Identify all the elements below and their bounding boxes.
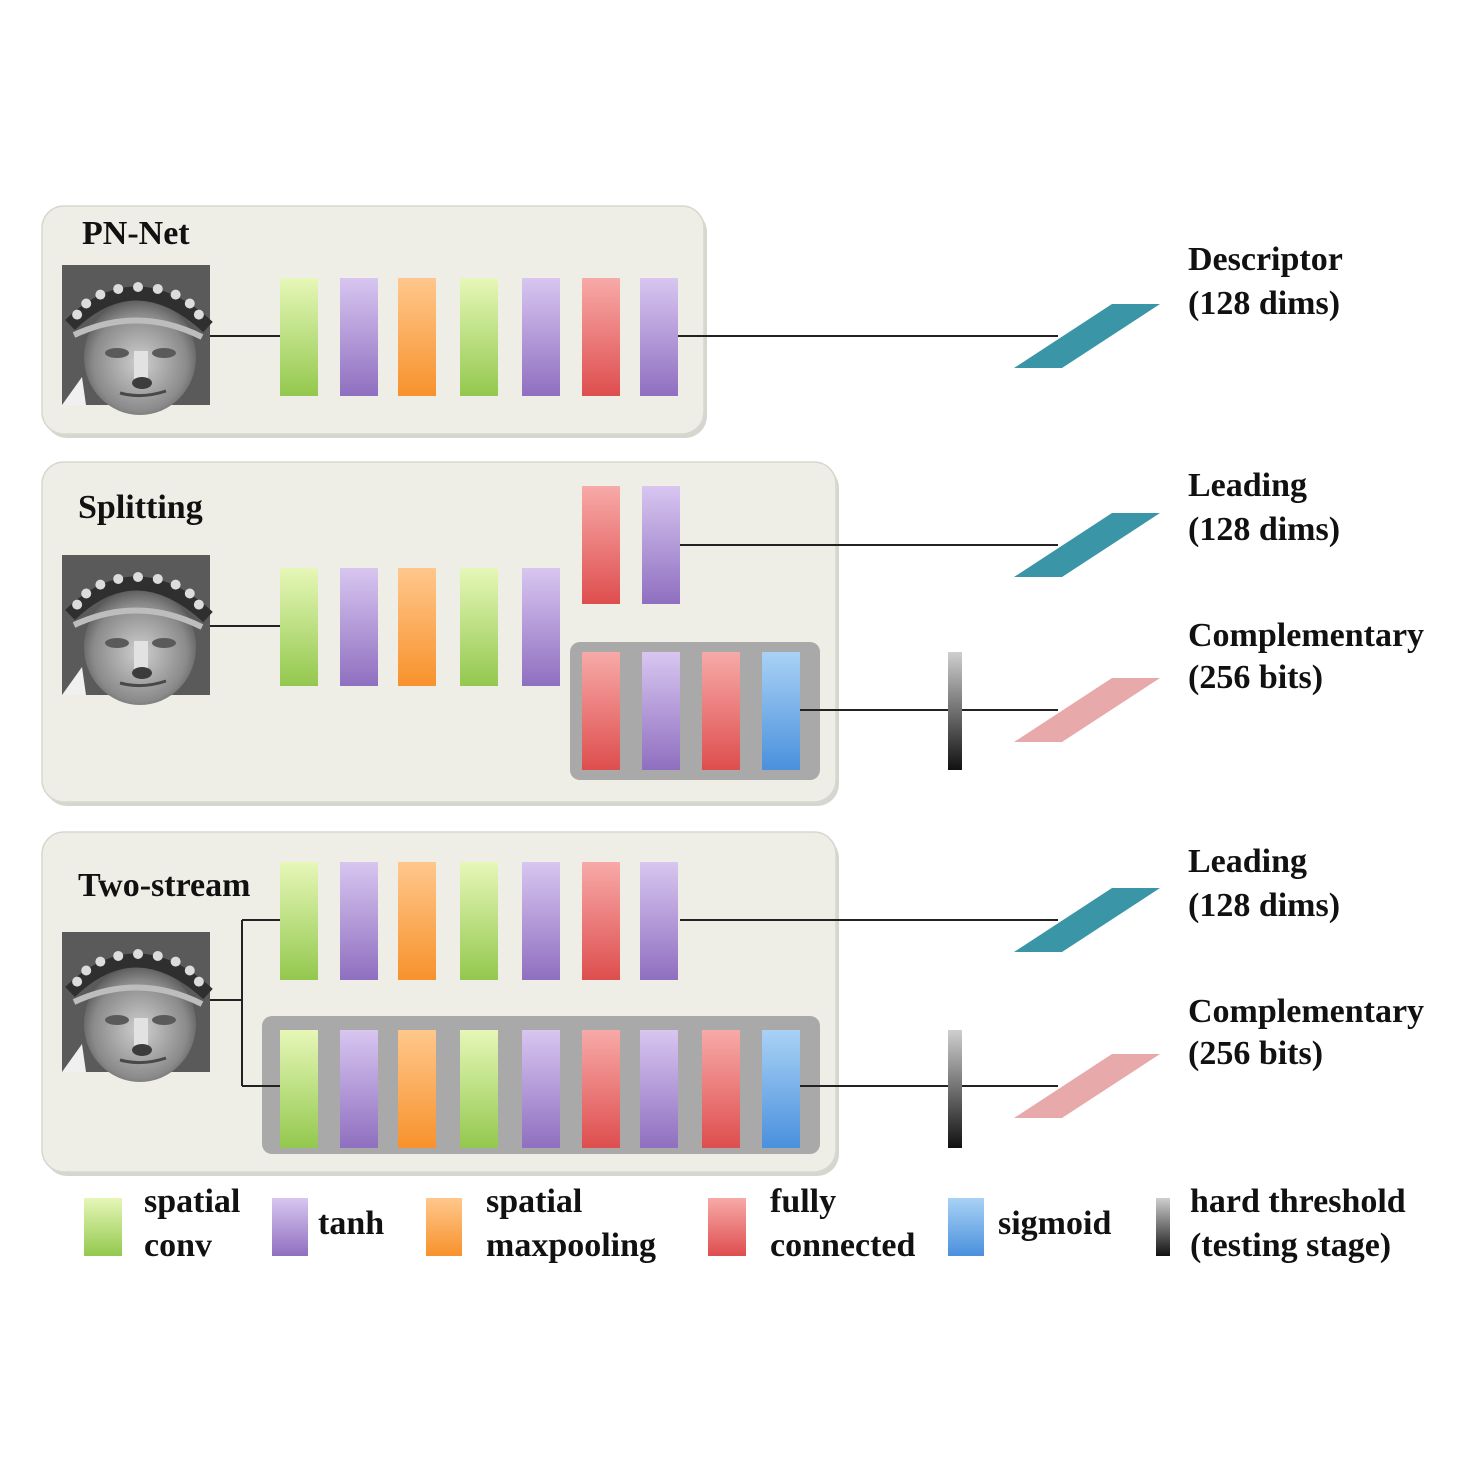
legend-swatch-spatial-conv bbox=[84, 1198, 122, 1256]
spatial-conv-block bbox=[460, 1030, 498, 1148]
tanh-block bbox=[640, 278, 678, 396]
spatial-maxpooling-block bbox=[398, 1030, 436, 1148]
leading-label: Leading (128 dims) bbox=[1188, 843, 1340, 924]
legend-label-sigmoid-line: sigmoid bbox=[998, 1205, 1111, 1242]
tanh-block bbox=[640, 862, 678, 980]
legend-label-fully-connected: fully connected bbox=[770, 1183, 916, 1264]
tanh-block bbox=[642, 486, 680, 604]
fully-connected-block bbox=[702, 1030, 740, 1148]
descriptor-label-line: (128 dims) bbox=[1188, 285, 1340, 322]
leading-label-line: (128 dims) bbox=[1188, 511, 1340, 548]
legend-label-spatial-conv-line: conv bbox=[144, 1227, 212, 1264]
tanh-block bbox=[340, 278, 378, 396]
spatial-maxpooling-block bbox=[398, 862, 436, 980]
tanh-block bbox=[522, 862, 560, 980]
spatial-conv-block bbox=[280, 1030, 318, 1148]
legend-swatch-spatial-maxpooling bbox=[426, 1198, 462, 1256]
tanh-block bbox=[522, 278, 560, 396]
tanh-block bbox=[642, 652, 680, 770]
input-patch-image bbox=[62, 265, 213, 415]
legend-swatch-hard-threshold bbox=[1156, 1198, 1170, 1256]
legend-swatch-sigmoid bbox=[948, 1198, 984, 1256]
legend-label-hard-threshold: hard threshold (testing stage) bbox=[1190, 1183, 1406, 1264]
legend-label-hard-threshold-line: hard threshold bbox=[1190, 1183, 1406, 1220]
splitting-title: Splitting bbox=[78, 489, 203, 526]
hard-threshold-marker bbox=[948, 652, 962, 770]
sigmoid-block bbox=[762, 652, 800, 770]
input-patch-image bbox=[62, 932, 213, 1082]
fully-connected-block bbox=[582, 1030, 620, 1148]
legend-label-spatial-maxpooling: spatial maxpooling bbox=[486, 1183, 656, 1264]
input-patch-image bbox=[62, 555, 213, 705]
legend-label-tanh: tanh bbox=[318, 1205, 384, 1242]
complementary-output bbox=[1014, 1054, 1160, 1118]
descriptor-output bbox=[1014, 304, 1160, 368]
leading-label-line: (128 dims) bbox=[1188, 887, 1340, 924]
complementary-label-line: Complementary bbox=[1188, 617, 1424, 654]
leading-label-line: Leading bbox=[1188, 843, 1307, 880]
spatial-conv-block bbox=[460, 862, 498, 980]
legend-label-fully-connected-line: connected bbox=[770, 1227, 916, 1264]
fully-connected-block bbox=[582, 862, 620, 980]
tanh-block bbox=[522, 1030, 560, 1148]
sigmoid-block bbox=[762, 1030, 800, 1148]
tanh-block bbox=[340, 568, 378, 686]
tanh-block bbox=[340, 1030, 378, 1148]
legend-label-fully-connected-line: fully bbox=[770, 1183, 836, 1220]
legend-swatch-fully-connected bbox=[708, 1198, 746, 1256]
spatial-conv-block bbox=[280, 862, 318, 980]
spatial-maxpooling-block bbox=[398, 278, 436, 396]
complementary-label: Complementary (256 bits) bbox=[1188, 993, 1424, 1072]
outputs: Descriptor (128 dims) Leading (128 dims) Com… bbox=[948, 241, 1424, 1148]
complementary-label-line: Complementary bbox=[1188, 993, 1424, 1030]
spatial-maxpooling-block bbox=[398, 568, 436, 686]
spatial-conv-block bbox=[280, 568, 318, 686]
leading-label: Leading (128 dims) bbox=[1188, 467, 1340, 548]
layer-blocks bbox=[62, 265, 800, 1148]
legend-label-hard-threshold-line: (testing stage) bbox=[1190, 1227, 1391, 1264]
fully-connected-block bbox=[582, 278, 620, 396]
leading-output bbox=[1014, 513, 1160, 577]
complementary-output bbox=[1014, 678, 1160, 742]
connections bbox=[210, 335, 1058, 1087]
complementary-branch-group bbox=[570, 642, 820, 780]
legend-label-spatial-maxpooling-line: spatial bbox=[486, 1183, 582, 1220]
fully-connected-block bbox=[582, 486, 620, 604]
descriptor-label-line: Descriptor bbox=[1188, 241, 1343, 278]
complementary-label-line: (256 bits) bbox=[1188, 1035, 1323, 1072]
leading-output bbox=[1014, 888, 1160, 952]
fully-connected-block bbox=[582, 652, 620, 770]
legend-label-spatial-maxpooling-line: maxpooling bbox=[486, 1227, 656, 1264]
hard-threshold-marker bbox=[948, 1030, 962, 1148]
tanh-block bbox=[340, 862, 378, 980]
legend-label-sigmoid: sigmoid bbox=[998, 1205, 1111, 1242]
two-stream-title: Two-stream bbox=[78, 867, 250, 904]
complementary-label-line: (256 bits) bbox=[1188, 659, 1323, 696]
legend-label-spatial-conv: spatial conv bbox=[144, 1183, 240, 1264]
legend-label-spatial-conv-line: spatial bbox=[144, 1183, 240, 1220]
leading-label-line: Leading bbox=[1188, 467, 1307, 504]
spatial-conv-block bbox=[280, 278, 318, 396]
spatial-conv-block bbox=[460, 568, 498, 686]
tanh-block bbox=[522, 568, 560, 686]
legend-label-tanh-line: tanh bbox=[318, 1205, 384, 1242]
complementary-label: Complementary (256 bits) bbox=[1188, 617, 1424, 696]
tanh-block bbox=[640, 1030, 678, 1148]
descriptor-label: Descriptor (128 dims) bbox=[1188, 241, 1343, 322]
spatial-conv-block bbox=[460, 278, 498, 396]
legend: spatial conv tanh spatial maxpooling fully con… bbox=[84, 1183, 1406, 1264]
pn-net-title: PN-Net bbox=[82, 215, 190, 252]
legend-swatch-tanh bbox=[272, 1198, 308, 1256]
fully-connected-block bbox=[702, 652, 740, 770]
